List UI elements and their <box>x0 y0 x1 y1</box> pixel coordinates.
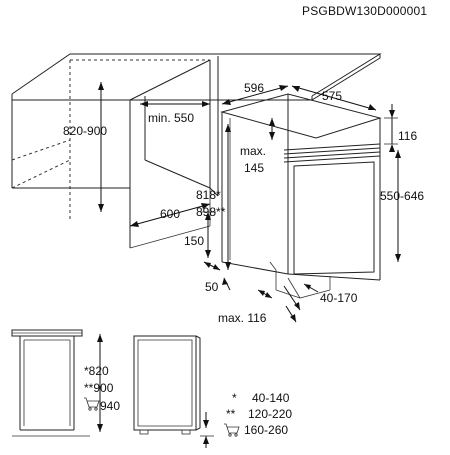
label-top-offset: 116 <box>398 129 417 143</box>
label-side-900: **900 <box>84 381 114 395</box>
label-range-40-170: 40-170 <box>320 291 358 305</box>
dimension-depth: 575 <box>291 85 377 111</box>
label-max-145-line1: max. <box>240 144 266 158</box>
legend-value-2: 120-220 <box>248 407 292 421</box>
side-view-foot-dimension <box>200 412 214 448</box>
label-cabinet-depth: 600 <box>160 207 180 221</box>
dimension-cabinet-depth: 600 <box>129 203 211 227</box>
label-plinth-50: 50 <box>205 280 219 294</box>
label-side-940: 940 <box>100 399 120 413</box>
dimension-max-145: max. 145 <box>240 118 275 175</box>
label-depth: 575 <box>322 89 342 103</box>
dimension-range-40-170: 40-170 <box>283 283 358 311</box>
label-cabinet-height: 820-900 <box>63 124 107 138</box>
basket-icon <box>84 397 100 411</box>
side-view-dimension: *820 **900 940 <box>84 334 120 432</box>
dimension-cabinet-height: 820-900 <box>63 82 107 212</box>
document-code: PSGBDW130D000001 <box>302 4 427 18</box>
label-height-818: 818* <box>196 188 221 202</box>
dimension-width: 596 <box>221 81 289 105</box>
dimension-plinth-50: 50 <box>203 261 231 294</box>
dimension-max-116: max. 116 <box>218 289 297 325</box>
label-max-116: max. 116 <box>218 311 267 325</box>
dishwasher-body <box>220 93 382 299</box>
cabinet-niche <box>11 53 382 249</box>
dimension-min-opening: min. 550 <box>140 101 210 125</box>
label-side-820: *820 <box>84 364 109 378</box>
legend-value-3: 160-260 <box>244 423 288 437</box>
legend-mark-2: ** <box>226 407 236 421</box>
dimension-plinth-150: 150 <box>184 211 216 258</box>
dimension-appliance-total-height: 818* 898** <box>196 124 231 270</box>
label-min-opening: min. 550 <box>148 111 194 125</box>
label-plinth-150: 150 <box>184 234 204 248</box>
label-max-145-line2: 145 <box>244 161 264 175</box>
label-appliance-height: 550-646 <box>380 189 424 203</box>
side-view-cabinet <box>11 329 90 437</box>
legend-mark-1: * <box>232 391 237 405</box>
legend: * 40-140 ** 120-220 160-260 <box>224 391 292 437</box>
label-width: 596 <box>244 81 264 95</box>
side-view-dishwasher <box>133 335 201 435</box>
dimension-appliance-height: 550-646 <box>380 150 424 262</box>
basket-icon <box>224 423 240 437</box>
dimension-top-offset: 116 <box>384 104 417 152</box>
legend-value-1: 40-140 <box>252 391 290 405</box>
